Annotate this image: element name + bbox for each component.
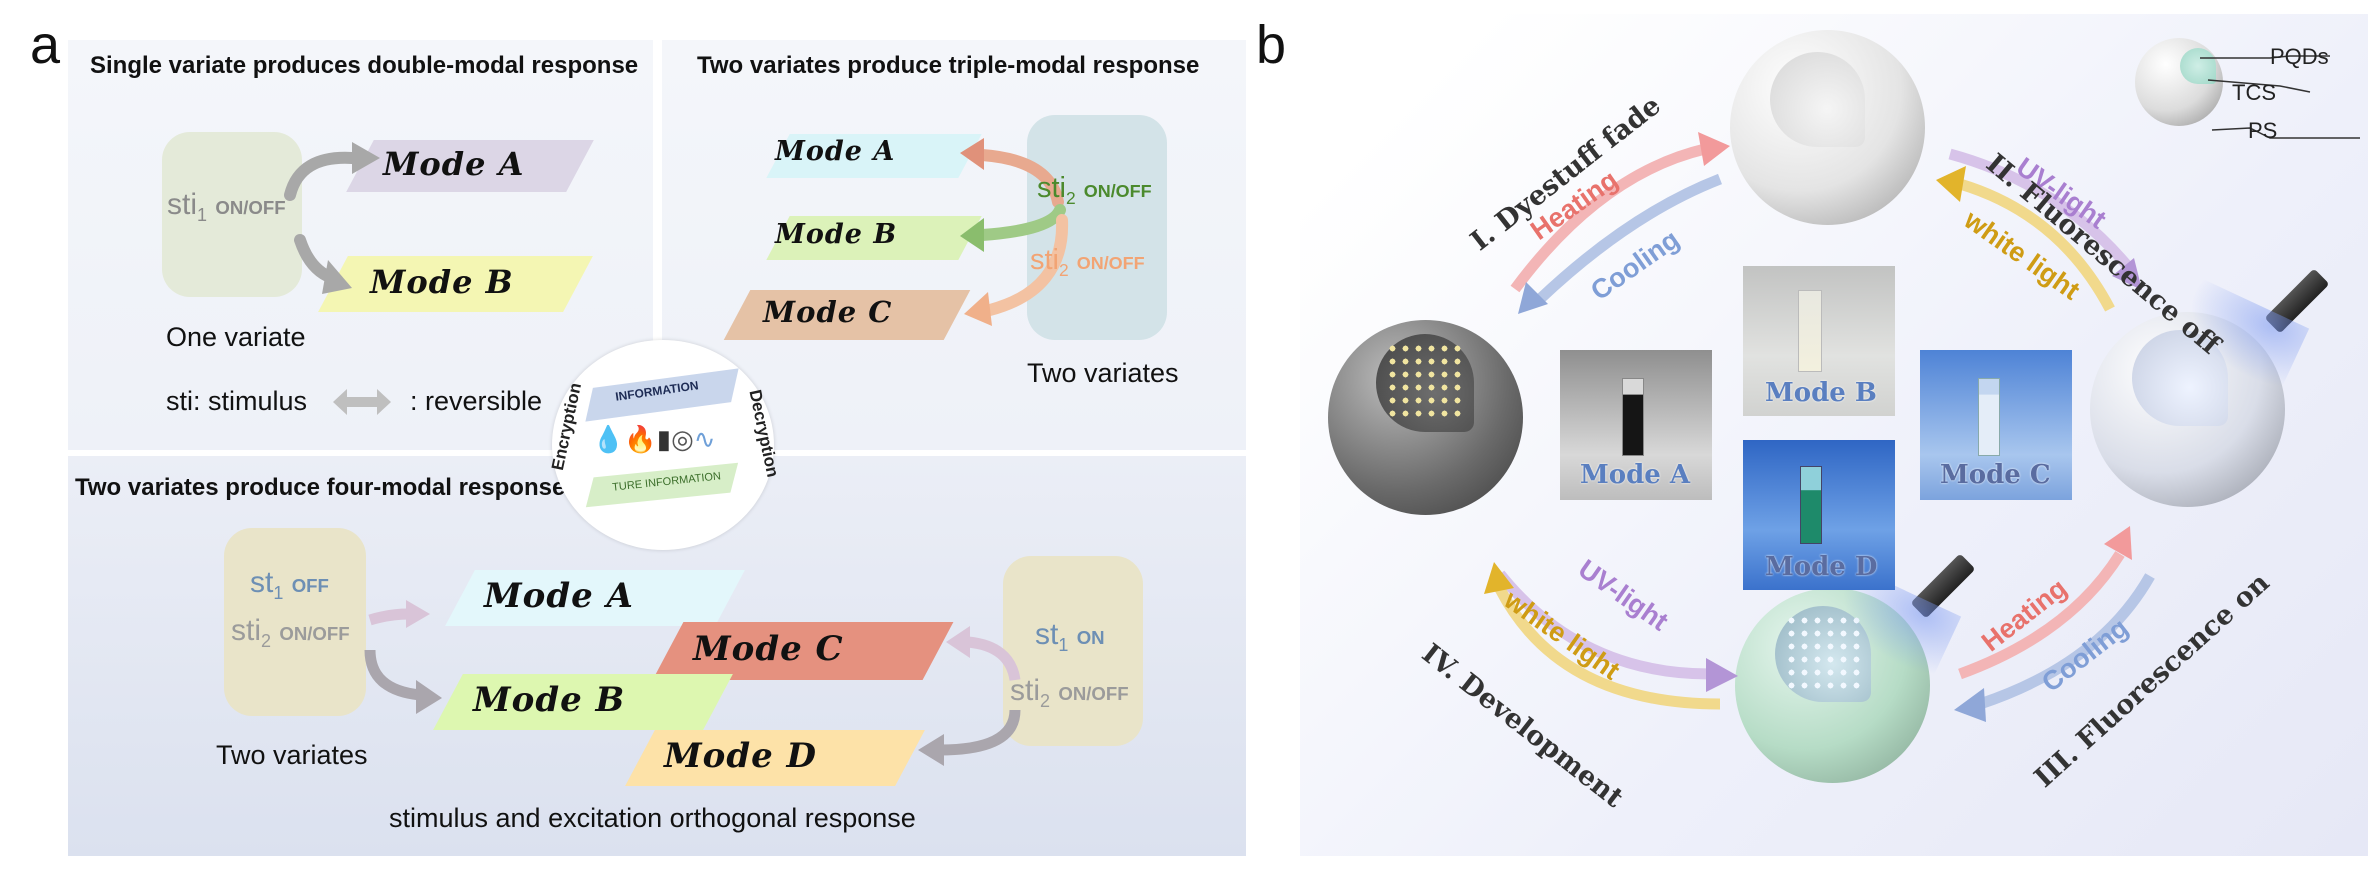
photo-mode-c-label: Mode C [1940,460,2051,490]
bottom-arrows [364,600,1021,766]
two-variates-caption-tr: Two variates [1027,358,1179,388]
legend-tcs: TCS [2232,80,2276,105]
arrowhead-left-to-mode-b [416,680,442,714]
water-drop-icon: 💧 [592,424,625,454]
legend-pqds: PQDs [2270,44,2329,69]
reversible-arrow-icon [333,389,391,415]
uv-arrow-tr [1948,148,2135,273]
photo-mode-d-vial [1800,466,1822,544]
left-var-st1-off: st1 OFF [250,566,329,603]
panel-a-label: a [30,15,61,75]
right-var-sti2: sti2 ON/OFF [1010,674,1129,711]
sphere-left-dots [1386,342,1464,420]
arrowhead-to-mode-b [960,218,984,252]
legend-leader-lines [2200,55,2360,139]
mode-b-label-bottom: Mode B [473,680,626,720]
legend-stimulus: sti: stimulus [166,386,308,416]
arrow-left-to-mode-b [364,649,421,701]
variable-sti1: sti1 ON/OFF [167,188,286,225]
arrow-to-mode-a [976,149,1064,208]
legend-sphere-cutaway [2180,48,2216,84]
variable-sti2-orange: sti2 ON/OFF [1030,244,1145,280]
two-variates-caption-bottom: Two variates [216,740,368,770]
photo-mode-c-vial [1978,378,2000,456]
top-left-arrows [284,142,380,294]
thermometer-icon: ◎ [671,424,694,454]
heating-arrow-br [1958,551,2125,680]
left-var-sti2: sti2 ON/OFF [231,614,350,651]
cooling-arrow-br [1978,573,2155,710]
fire-icon: 🔥 [624,424,657,454]
legend-ps: PS [2248,118,2278,143]
arrow-left-to-mode-a [368,608,409,626]
photo-mode-a-label: Mode A [1580,460,1691,490]
arrowhead-white-bl [1484,562,1514,594]
variable-sti2-green: sti2 ON/OFF [1037,172,1152,208]
mode-d-label-bottom: Mode D [664,736,818,776]
variate-box [162,132,302,297]
arrowhead-white-tr [1936,166,1966,202]
triple-modal-title: Two variates produce triple-modal respon… [697,52,1200,79]
arrow-right-to-mode-d [939,709,1021,756]
double-modal-title: Single variate produces double-modal res… [90,52,639,79]
cooling-arrow-tl [1536,173,1722,303]
flashlight-icon: ▮ [656,424,672,454]
two-variate-box [1027,115,1167,340]
one-variate-caption: One variate [166,322,306,352]
white-light-arrow-bl [1495,586,1721,710]
process-arrows [1484,132,2155,722]
arrowhead-to-mode-c [964,292,992,326]
mode-c-label-bottom: Mode C [693,629,844,669]
arrowhead-up [352,142,380,174]
arrowhead-right-to-mode-c [946,626,970,658]
stimulus-icons: 💧🔥▮◎∿ [592,424,716,455]
arrowhead-cooling-br [1954,688,1986,722]
arrowhead-left-to-mode-a [406,600,430,628]
photo-mode-a-vial [1622,378,1644,456]
top-right-arrows [960,138,1069,326]
mode-c-label-tr: Mode C [763,295,893,329]
arrow-right-to-mode-c [967,636,1021,682]
right-var-st1-on: st1 ON [1035,618,1105,655]
white-light-arrow-tr [1958,178,2115,312]
arrowhead-heating-tl [1698,132,1730,166]
photo-mode-b-label: Mode B [1765,378,1877,408]
arrowhead-to-mode-a [960,138,984,170]
photo-mode-d-label: Mode D [1765,552,1878,582]
uv-arrow-bl [1495,570,1711,680]
photo-mode-b-vial [1798,290,1822,372]
arrowhead-cooling-tl [1518,282,1548,314]
sphere-top-cutaway [1770,52,1865,147]
mode-a-label-bottom: Mode A [484,576,634,616]
hand-icon: ∿ [693,424,716,454]
panel-b-label: b [1256,15,1287,75]
left-variate-box [224,528,366,716]
legend-reversible: : reversible [410,386,543,416]
arrowhead-uv-tr [2112,258,2142,290]
mode-b-label-tr: Mode B [775,219,898,250]
arrowhead-heating-br [2104,526,2132,560]
mode-a-label: Mode A [383,145,525,183]
arrowhead-right-to-mode-d [918,734,944,766]
arrow-to-mode-c [984,214,1069,316]
arrowhead-uv-bl [1706,658,1738,692]
four-modal-title: Two variates produce four-modal response [75,474,566,501]
mode-a-label-tr: Mode A [775,136,896,167]
switch-arrow-up [284,151,358,201]
mode-b-label: Mode B [370,263,514,301]
right-variate-box [1003,556,1143,746]
arrowhead-down [322,260,352,294]
heating-arrow-tl [1510,143,1707,293]
orthogonal-caption: stimulus and excitation orthogonal respo… [389,803,916,833]
arrow-to-mode-b [976,204,1066,241]
